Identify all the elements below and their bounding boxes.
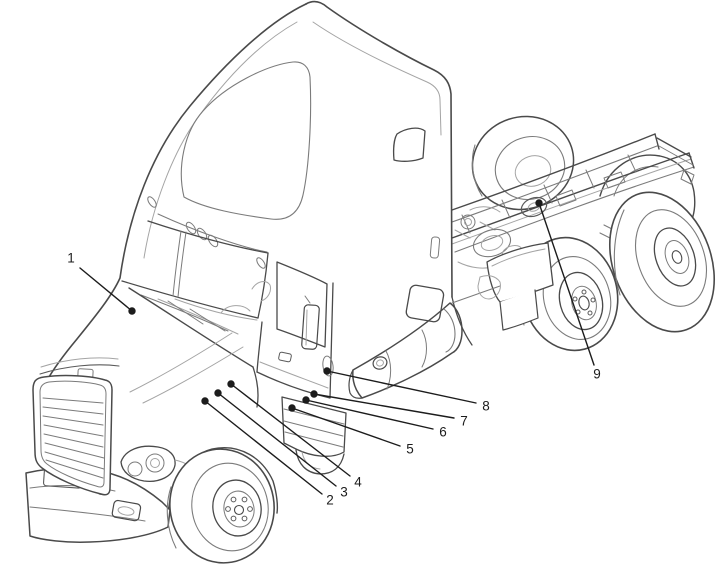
callout-dot-1: [128, 307, 136, 315]
callout-dot-6: [302, 396, 310, 404]
callout-dot-4: [227, 380, 235, 388]
cab-rear-skirt: [451, 275, 501, 346]
callout-label-1: 1: [67, 251, 75, 266]
callout-label-7: 7: [460, 414, 468, 429]
callout-5: 5: [288, 404, 414, 457]
quarter-fender: [486, 242, 554, 331]
callouts-layer: 1 234 5 678 9: [67, 199, 601, 508]
callout-label-4: 4: [354, 475, 362, 490]
callout-2: 2: [201, 397, 334, 508]
callout-dot-8: [323, 367, 331, 375]
callout-3: 3: [214, 389, 348, 500]
callout-7: 7: [310, 390, 468, 429]
callout-leader-line-9: [538, 202, 595, 366]
callout-leader-line-6: [305, 399, 434, 430]
callout-leader-line-5: [291, 407, 401, 447]
callout-dot-3: [214, 389, 222, 397]
callout-leader-line-7: [313, 393, 455, 419]
callout-leader-line-4: [230, 383, 351, 477]
grille: [32, 374, 113, 496]
chassis-frame: [451, 133, 695, 253]
callout-leader-line-8: [326, 370, 477, 404]
callout-6: 6: [302, 396, 447, 440]
callout-1: 1: [67, 251, 136, 315]
callout-dot-7: [310, 390, 318, 398]
callout-label-8: 8: [482, 399, 490, 414]
fuel-tank: [348, 302, 463, 399]
callout-label-3: 3: [340, 485, 348, 500]
front-wheel: [166, 448, 275, 564]
callout-label-5: 5: [406, 442, 414, 457]
callout-leader-line-2: [204, 400, 323, 495]
callout-dot-2: [201, 397, 209, 405]
callout-9: 9: [535, 199, 601, 382]
callout-label-6: 6: [439, 425, 447, 440]
callout-label-9: 9: [593, 367, 601, 382]
callout-label-2: 2: [326, 493, 334, 508]
callout-leader-line-1: [79, 267, 133, 312]
callout-leader-line-3: [217, 392, 337, 487]
callout-dot-5: [288, 404, 296, 412]
driveline-components: [457, 171, 641, 278]
callout-4: 4: [227, 380, 362, 490]
cab-steps: [281, 396, 347, 475]
callout-dot-9: [535, 199, 543, 207]
callout-8: 8: [323, 367, 490, 414]
cab: [43, 0, 453, 399]
